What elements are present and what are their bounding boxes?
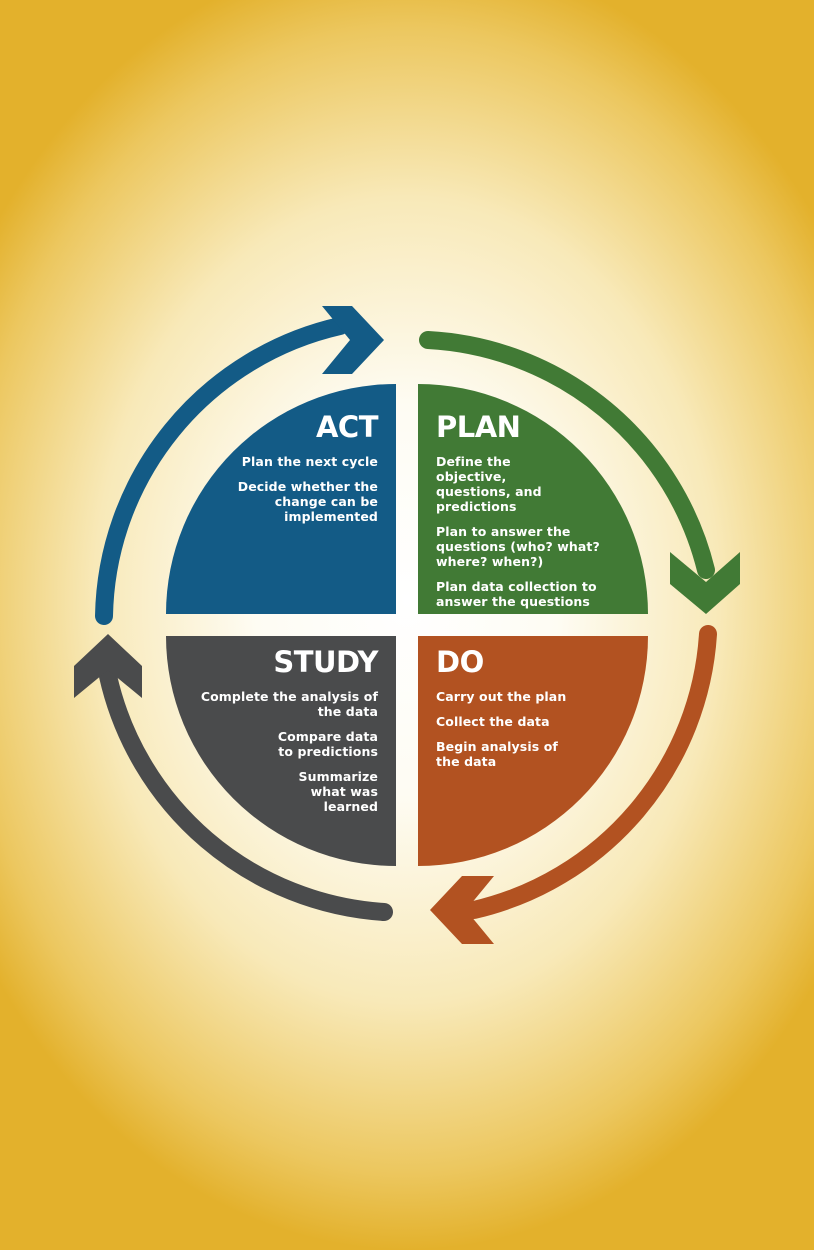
act-item: Decide whether the change can be impleme… <box>237 479 378 524</box>
do-item: Carry out the plan <box>436 689 567 704</box>
do-title: DO <box>436 645 484 679</box>
act-text-block: ACT Plan the next cycle Decide whether t… <box>232 410 379 534</box>
plan-text-block: PLAN Define the objective, questions, an… <box>436 410 606 619</box>
study-text-block: STUDY Complete the analysis of the data … <box>198 645 379 824</box>
study-quadrant <box>166 636 396 866</box>
study-item: Summarize what was learned <box>298 769 378 814</box>
act-title: ACT <box>315 410 379 444</box>
do-item: Begin analysis of the data <box>436 739 558 769</box>
study-item: Complete the analysis of the data <box>200 689 378 719</box>
do-item: Collect the data <box>436 714 550 729</box>
do-text-block: DO Carry out the plan Collect the data B… <box>436 645 606 779</box>
study-item: Compare data to predictions <box>277 729 378 759</box>
plan-item: Plan data collection to answer the quest… <box>436 579 597 609</box>
act-item: Plan the next cycle <box>241 454 378 469</box>
plan-cycle-arrow <box>419 331 740 614</box>
plan-item: Define the objective, questions, and pre… <box>436 454 542 514</box>
act-quadrant <box>166 384 396 614</box>
plan-quadrant <box>418 384 648 614</box>
do-cycle-arrow <box>430 625 717 944</box>
act-cycle-arrow <box>95 306 384 625</box>
do-quadrant <box>418 636 648 866</box>
plan-title: PLAN <box>436 410 521 444</box>
study-cycle-arrow <box>74 634 393 921</box>
study-title: STUDY <box>273 645 378 679</box>
plan-item: Plan to answer the questions (who? what?… <box>436 524 600 569</box>
